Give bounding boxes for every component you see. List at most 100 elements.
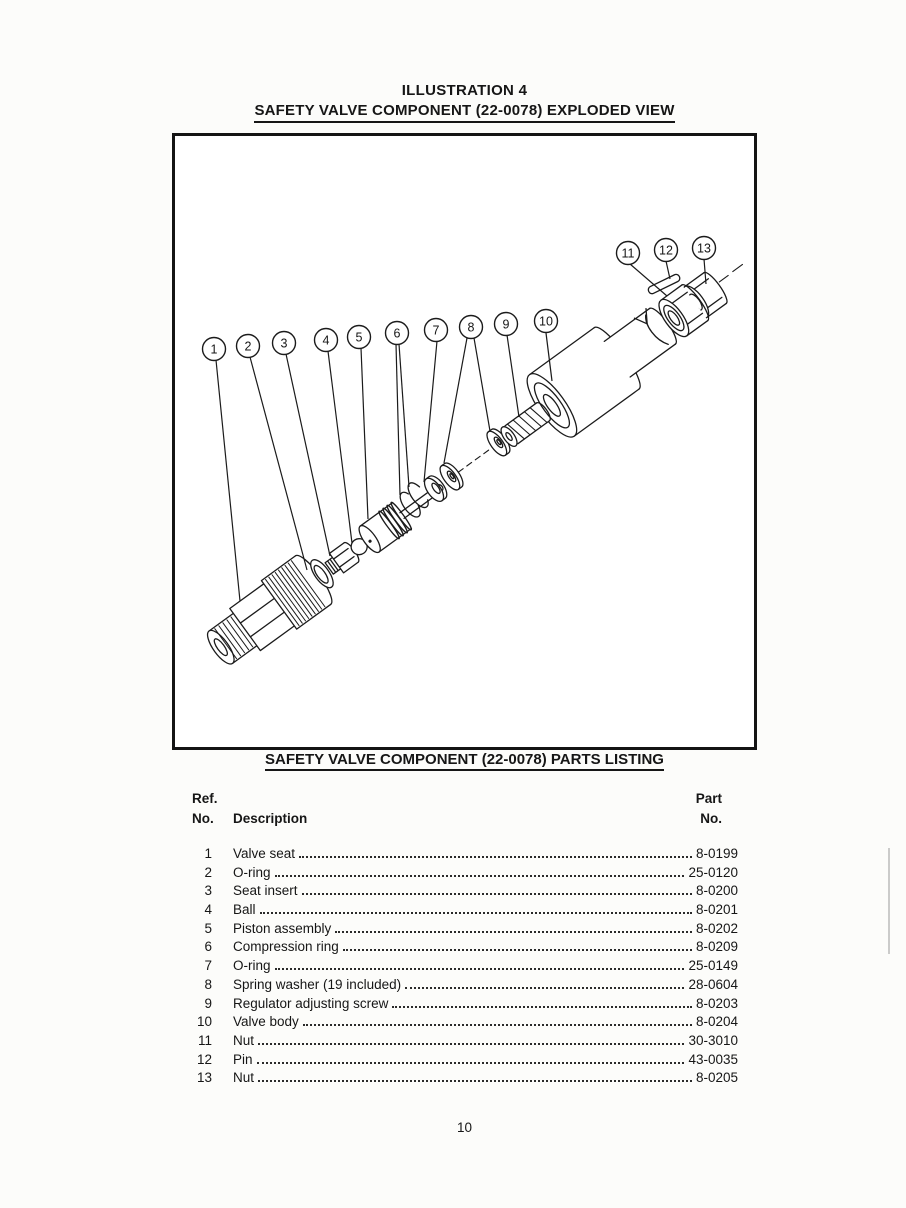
dot-leader [301, 892, 692, 896]
part-compression-rings [399, 482, 429, 518]
illustration-title: SAFETY VALVE COMPONENT (22-0078) EXPLODE… [254, 101, 675, 123]
part-description: Nut [233, 1032, 255, 1048]
part-description: O-ring [233, 864, 271, 880]
ref-no: 6 [204, 939, 212, 955]
scan-artifact-line [888, 848, 890, 954]
column-header-part-line2: No. [700, 811, 722, 826]
callout-balloon-10: 10 [533, 308, 559, 334]
table-row: 13 Nut 8-0205 [192, 1070, 738, 1089]
callout-balloon-8: 8 [458, 314, 484, 340]
callout-balloon-12: 12 [653, 237, 679, 263]
part-valve-body [526, 307, 677, 438]
callout-balloon-2: 2 [235, 333, 261, 359]
ref-no: 3 [204, 883, 212, 899]
dot-leader [302, 1023, 692, 1027]
dot-leader [342, 948, 692, 952]
column-header-description: Description [233, 811, 308, 826]
part-description: O-ring [233, 958, 271, 974]
part-description: Compression ring [233, 939, 339, 955]
figure-frame [172, 133, 757, 750]
ref-no: 5 [204, 920, 212, 936]
part-o-ring-2 [310, 559, 334, 589]
part-description: Piston assembly [233, 920, 332, 936]
table-row: 8 Spring washer (19 included) 28-0604 [192, 977, 738, 996]
ref-no: 13 [196, 1070, 212, 1086]
table-row: 7 O-ring 25-0149 [192, 958, 738, 977]
dot-leader [392, 1005, 692, 1008]
ref-no: 12 [196, 1051, 212, 1067]
dot-leader [335, 930, 692, 933]
column-header-part-line1: Part [695, 791, 722, 806]
table-row: 12 Pin 43-0035 [192, 1052, 738, 1071]
ref-no: 2 [204, 864, 212, 880]
svg-text:11: 11 [622, 247, 635, 261]
part-no: 28-0604 [688, 976, 738, 992]
part-no: 8-0209 [695, 939, 738, 955]
illustration-number: ILLUSTRATION 4 [401, 82, 528, 99]
callout-balloon-7: 7 [423, 317, 449, 343]
svg-text:6: 6 [394, 327, 401, 341]
part-no: 25-0149 [688, 958, 738, 974]
centerline-dashed [457, 448, 492, 473]
part-pin [647, 273, 681, 295]
svg-text:4: 4 [323, 334, 330, 348]
part-no: 8-0201 [695, 902, 738, 918]
part-spring-washer-a [439, 462, 464, 491]
svg-text:3: 3 [281, 337, 288, 351]
svg-text:7: 7 [433, 324, 440, 338]
column-header-ref-line2: No. [192, 811, 214, 826]
callout-balloon-9: 9 [493, 311, 519, 337]
ref-no: 1 [204, 846, 212, 861]
exploded-view-figure: 1 2 3 4 5 6 7 8 9 10 11 12 13 [172, 133, 757, 750]
part-description: Nut [233, 1070, 255, 1086]
part-piston-assembly [358, 484, 444, 554]
dot-leader [258, 1042, 685, 1045]
part-description: Spring washer (19 included) [233, 976, 402, 992]
ref-no: 7 [204, 958, 212, 974]
part-no: 43-0035 [688, 1051, 738, 1067]
illustration-title-block: ILLUSTRATION 4 SAFETY VALVE COMPONENT (2… [172, 81, 757, 123]
callout-balloon-5: 5 [346, 324, 372, 350]
svg-text:10: 10 [539, 315, 553, 329]
part-nut-11 [658, 284, 710, 338]
page-number: 10 [456, 1120, 473, 1135]
callout-balloon-6: 6 [384, 320, 410, 346]
callout-balloon-1: 1 [201, 336, 227, 362]
callout-leader-lines [215, 258, 707, 602]
ref-no: 10 [196, 1014, 212, 1030]
dot-leader [256, 1061, 685, 1064]
parts-listing-heading: SAFETY VALVE COMPONENT (22-0078) PARTS L… [265, 751, 664, 771]
column-header-part: Part No. [662, 789, 722, 829]
dot-leader [258, 1079, 692, 1083]
part-no: 8-0204 [695, 1014, 738, 1030]
part-no: 25-0120 [688, 864, 738, 880]
centerline-ticks [718, 263, 744, 283]
ref-no: 8 [204, 976, 212, 992]
svg-text:12: 12 [659, 244, 673, 258]
svg-text:1: 1 [211, 343, 218, 357]
svg-text:5: 5 [356, 331, 363, 345]
part-no: 8-0205 [695, 1070, 738, 1086]
part-no: 30-3010 [688, 1032, 738, 1048]
part-no: 8-0203 [695, 995, 738, 1011]
column-header-ref: Ref. No. [192, 789, 218, 829]
part-description: Seat insert [233, 883, 298, 899]
dot-leader [299, 855, 692, 858]
svg-text:9: 9 [503, 318, 510, 332]
part-no: 8-0200 [695, 883, 738, 899]
part-description: Ball [233, 902, 256, 918]
callout-balloon-11: 11 [615, 240, 641, 266]
part-description: Valve seat [233, 846, 296, 861]
callout-balloon-4: 4 [313, 327, 339, 353]
table-row: 2 O-ring 25-0120 [192, 865, 738, 884]
part-seat-insert [324, 541, 360, 575]
part-description: Pin [233, 1051, 253, 1067]
part-description: Valve body [233, 1014, 299, 1030]
parts-listing-heading-wrap: SAFETY VALVE COMPONENT (22-0078) PARTS L… [172, 751, 757, 771]
callout-balloon-3: 3 [271, 330, 297, 356]
